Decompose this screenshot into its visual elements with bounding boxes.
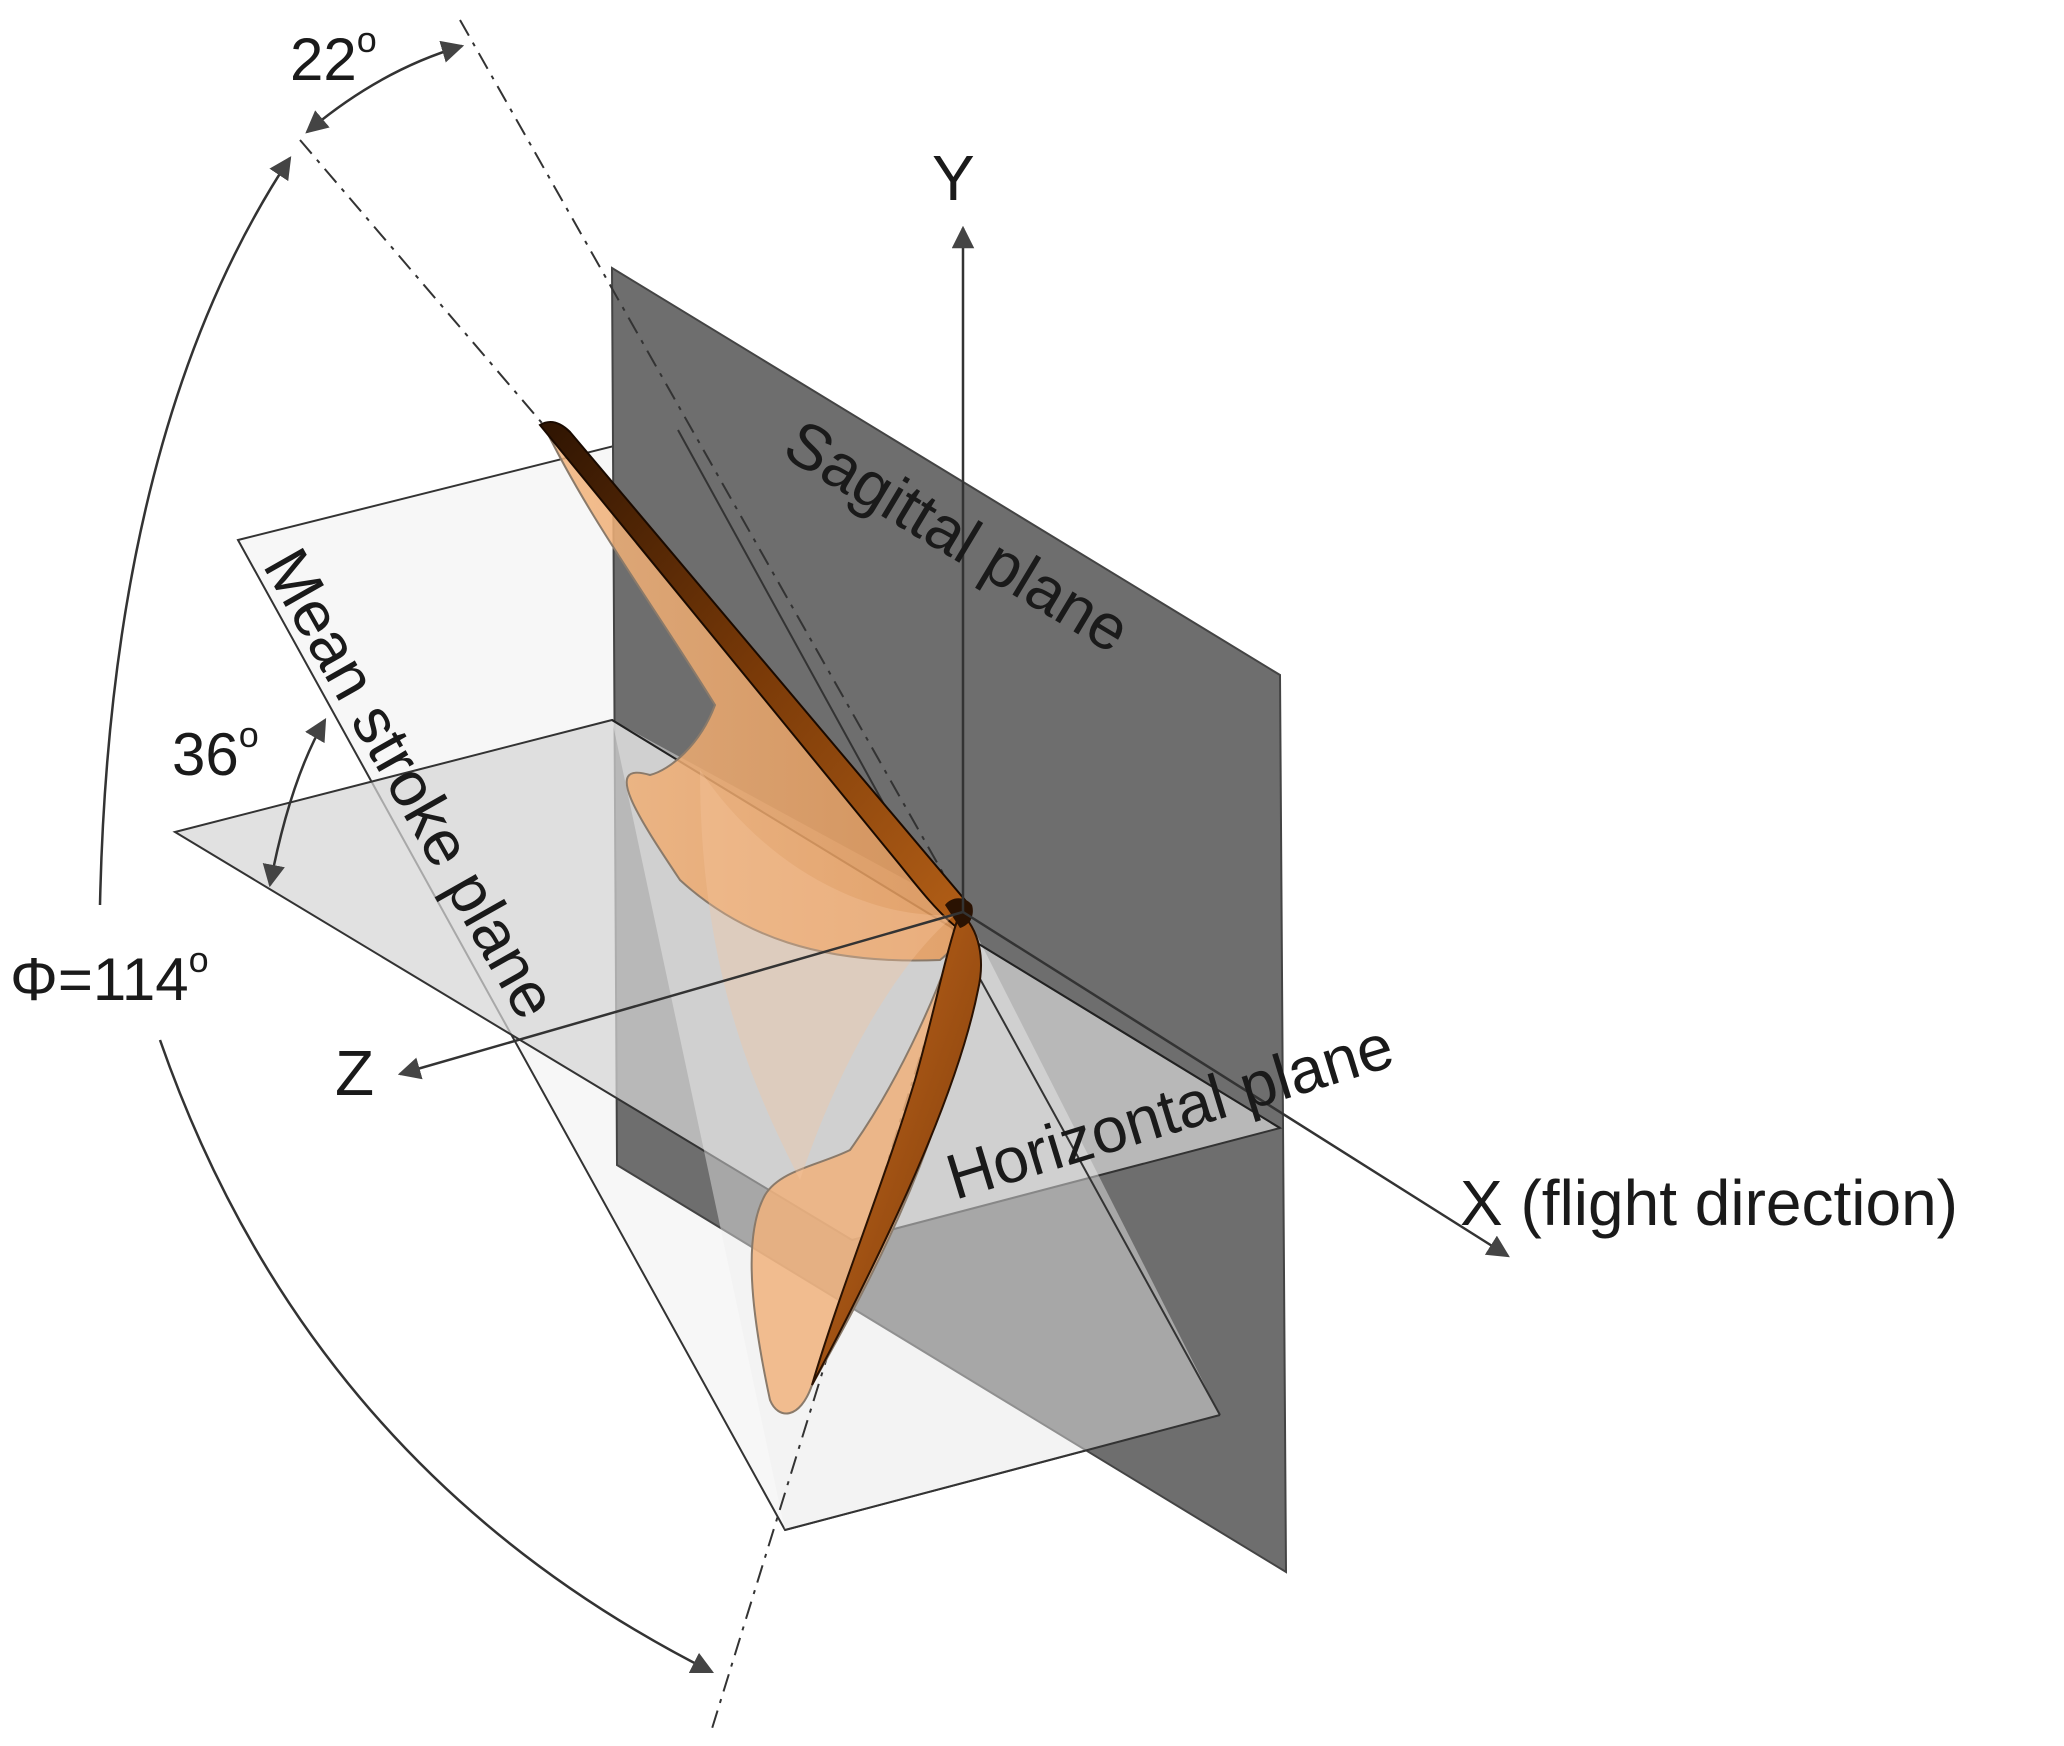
angle-36-label: 36o [172, 714, 259, 788]
angle-22-label: 22o [290, 19, 377, 93]
x-axis-label: X (flight direction) [1460, 1167, 1958, 1239]
z-axis [397, 910, 964, 1080]
x-axis [962, 910, 1510, 1258]
mean-stroke-plane-bottom-edge [784, 1414, 1221, 1531]
angle-arc-phi-lower [158, 1039, 715, 1674]
wing-sweep [700, 770, 955, 1180]
y-axis-label: Y [932, 142, 975, 214]
phi-label: Φ=114o [10, 939, 209, 1013]
angle-arc-22 [305, 40, 465, 134]
z-axis-label: Z [335, 1037, 374, 1109]
angle-arc-phi-upper [98, 156, 292, 906]
wing-lower-leading-edge [811, 910, 982, 1386]
angle-arc-36 [262, 718, 327, 888]
